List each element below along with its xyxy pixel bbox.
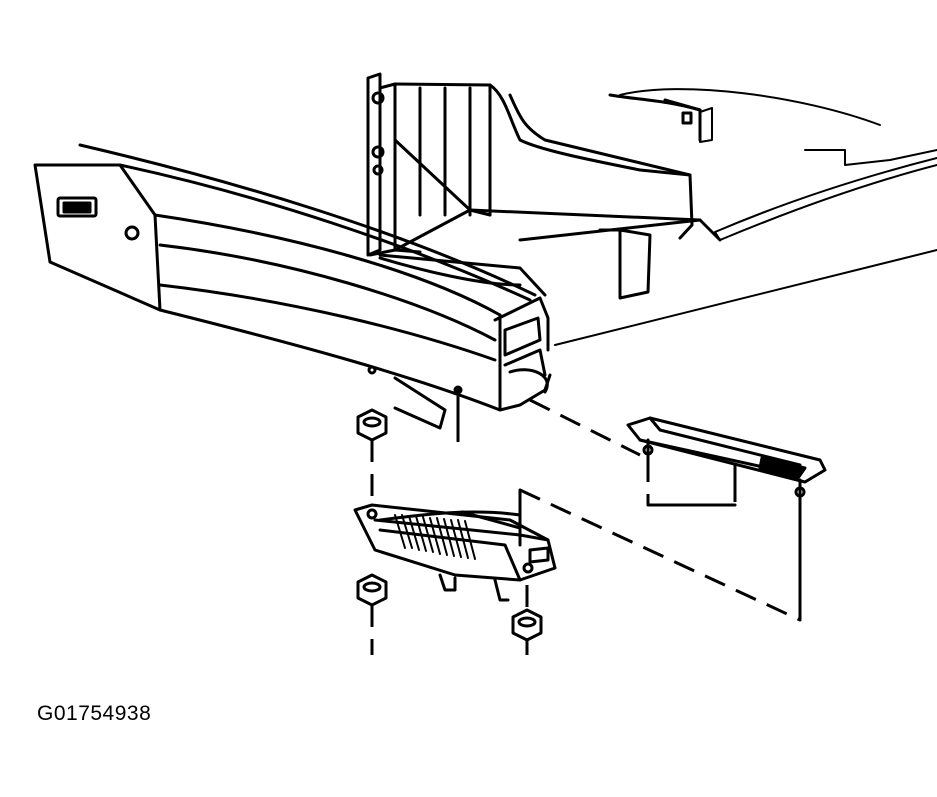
body-panel [554,88,937,346]
nut-lower-left [356,573,388,607]
nut-upper [356,408,388,442]
nut-lower-right [511,608,543,642]
frame-rail-bracket [366,72,722,300]
assembly-connector-lines [518,488,802,622]
figure-id-label: G01754938 [37,702,152,725]
assembly-guide-lines [370,398,801,655]
side-bracket [626,416,827,502]
bumper-impact-bar [33,143,552,430]
